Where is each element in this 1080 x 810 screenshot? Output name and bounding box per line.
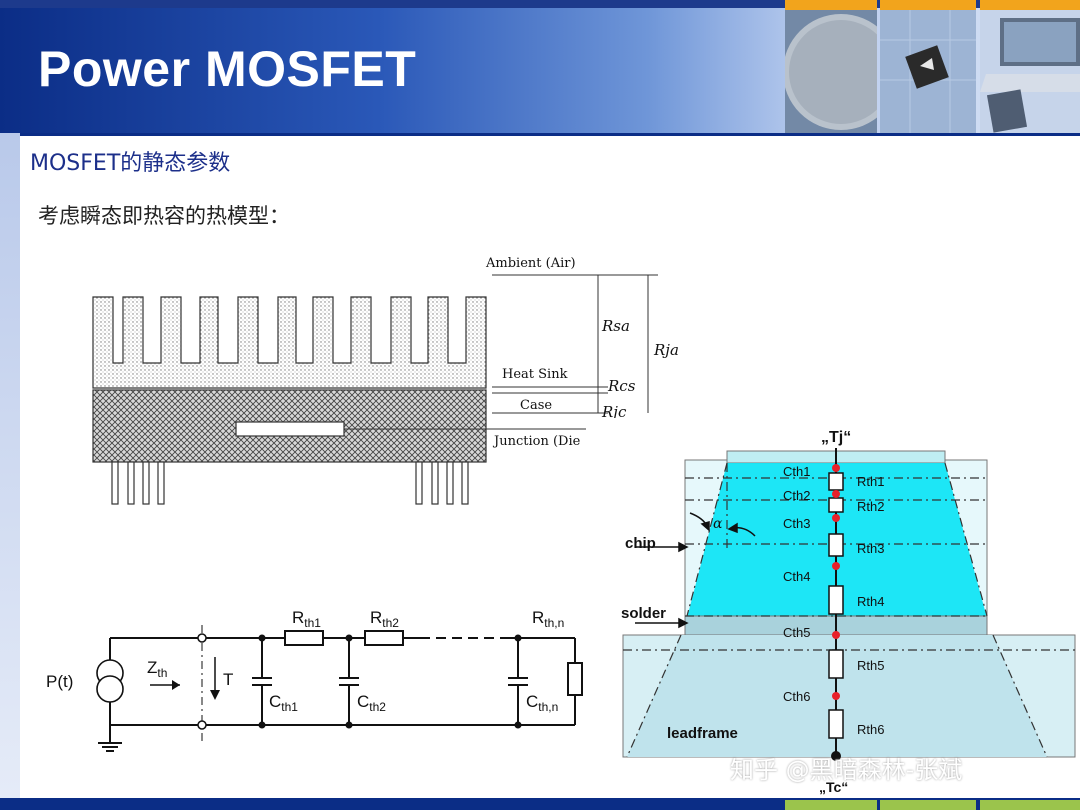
r-ja-label: Rja — [653, 341, 679, 359]
package-thermal-model: α „Tj“ „Tc“ chip solder leadframe Cth1 C… — [595, 418, 1080, 800]
rth4-node-label: Rth4 — [857, 594, 884, 609]
current-source — [96, 659, 124, 703]
rth5-node-label: Rth5 — [857, 658, 884, 673]
r-cs-label: Rcs — [607, 377, 636, 395]
rth3-node-label: Rth3 — [857, 541, 884, 556]
watermark-text: 知乎 @黑暗森林-张斌 — [730, 756, 963, 784]
chip-image — [880, 10, 976, 133]
slide-title: Power MOSFET — [38, 41, 417, 97]
heatsink-thermal-diagram: Ambient (Air) Heat Sink Case Junction (D… — [92, 256, 679, 505]
rth2-node-label: Rth2 — [857, 499, 884, 514]
zth-subscript: th — [157, 666, 167, 680]
case-layer — [92, 389, 487, 463]
cthn-subscript: th,n — [538, 700, 558, 714]
svg-text:Cth2: Cth2 — [357, 692, 386, 714]
footer-accent-2 — [880, 800, 976, 810]
cth6-node-label: Cth6 — [783, 689, 810, 704]
r-sa-label: Rsa — [601, 317, 630, 335]
chip-thumbnail — [880, 0, 976, 133]
rth1-subscript: th1 — [304, 616, 321, 630]
wafer-thumbnail — [785, 0, 877, 133]
cth2-subscript: th2 — [369, 700, 386, 714]
rth1-node-label: Rth1 — [857, 474, 884, 489]
zth-label: Z — [147, 658, 157, 677]
rthn-subscript: th,n — [544, 616, 564, 630]
svg-text:Rth1: Rth1 — [292, 608, 321, 630]
cth1-subscript: th1 — [281, 700, 298, 714]
header-separator — [20, 133, 1080, 136]
laptop-image — [980, 10, 1080, 133]
cth1-node-label: Cth1 — [783, 464, 810, 479]
r-jc-label: Rjc — [601, 403, 627, 421]
cth1-label: C — [269, 692, 281, 711]
alpha-label: α — [713, 516, 723, 532]
svg-text:Cth,n: Cth,n — [526, 692, 558, 714]
slide-description: 考虑瞬态即热容的热模型： — [38, 204, 290, 228]
tc-label: „Tc“ — [819, 779, 848, 795]
heat-sink-label: Heat Sink — [502, 367, 568, 382]
cth5-node-label: Cth5 — [783, 625, 810, 640]
cth2-node-label: Cth2 — [783, 488, 810, 503]
left-decoration-stripe — [0, 133, 20, 810]
cthn-label: C — [526, 692, 538, 711]
rthn-label: R — [532, 608, 544, 627]
slide-subtitle: MOSFET的静态参数 — [30, 151, 231, 176]
die — [235, 421, 345, 437]
temperature-label: T — [223, 670, 233, 689]
svg-text:Cth1: Cth1 — [269, 692, 298, 714]
solder-label: solder — [621, 605, 666, 622]
thermal-resistors — [828, 472, 844, 739]
cth3-node-label: Cth3 — [783, 516, 810, 531]
tj-label: „Tj“ — [821, 429, 851, 446]
leadframe-label: leadframe — [667, 725, 738, 742]
laptop-thumbnail — [980, 0, 1080, 133]
header-top-line — [0, 0, 1080, 8]
package-leads — [111, 461, 469, 505]
ambient-label: Ambient (Air) — [485, 256, 576, 271]
power-source-label: P(t) — [46, 672, 73, 691]
rth2-subscript: th2 — [382, 616, 399, 630]
rth1-label: R — [292, 608, 304, 627]
footer-accent-3 — [980, 800, 1080, 810]
heat-sink-shape — [92, 296, 487, 389]
wafer-image — [785, 10, 877, 133]
rth2-label: R — [370, 608, 382, 627]
cth4-node-label: Cth4 — [783, 569, 810, 584]
cth2-label: C — [357, 692, 369, 711]
svg-text:Rth2: Rth2 — [370, 608, 399, 630]
svg-text:Zth: Zth — [147, 658, 167, 680]
foster-rc-ladder-circuit: P(t) Zth T Rth1 Rth2 Rth,n Cth1 Cth2 Cth… — [46, 608, 583, 752]
junction-label: Junction (Die — [492, 434, 581, 449]
svg-text:Rth,n: Rth,n — [532, 608, 564, 630]
thermal-nodes — [832, 464, 840, 700]
case-label: Case — [520, 398, 552, 413]
footer-accent-1 — [785, 800, 877, 810]
rth6-node-label: Rth6 — [857, 722, 884, 737]
chip-label: chip — [625, 535, 656, 552]
